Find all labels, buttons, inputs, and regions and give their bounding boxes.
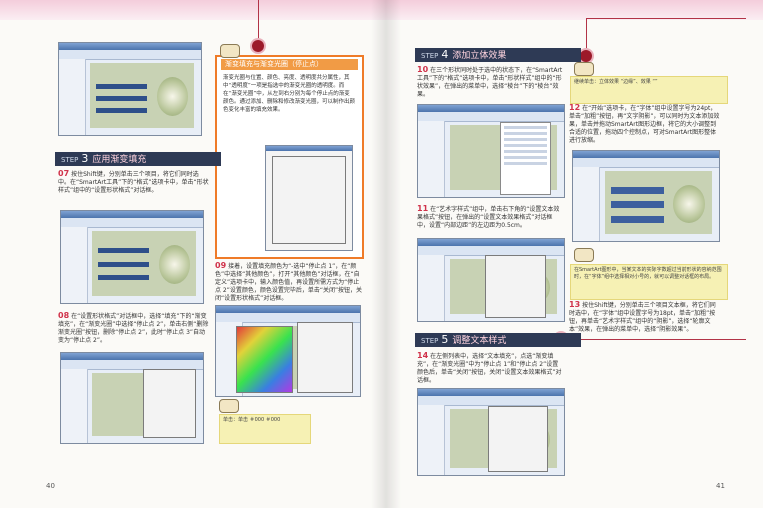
screenshot-text-fill-dialog	[417, 388, 565, 476]
page-number-left: 40	[46, 482, 55, 490]
tip-note-font-size: 在SmartArt图形中，当某文本的实际字数超过当前形状的容纳范围时，在“字体”…	[570, 264, 728, 300]
tip-note-effects: 继续单击：立体效果 “边缘”、效果 “”	[570, 76, 728, 104]
callout-title: 渐变填充与渐变光圈（停止点）	[221, 59, 358, 70]
screenshot-text-effects-dialog	[417, 238, 565, 322]
color-values-note: 单击：单击 ＃000 ＃000	[219, 414, 311, 444]
page-number-right: 41	[716, 482, 725, 490]
cartoon-character-icon	[220, 44, 240, 58]
instruction-09: 09 接着，设置填充颜色为“-选中“停止点 1”，在“颜色”中选择“其他颜色”，…	[215, 261, 363, 303]
pushpin-icon	[252, 40, 264, 52]
screenshot-smartart-slide	[58, 42, 202, 136]
instruction-10: 10 在三个形状同时处于选中的状态下，在“SmartArt工具”下的“格式”选项…	[417, 65, 563, 99]
instruction-07: 07 按住Shift键，分别单击三个项目，将它们同时选中。在“SmartArt工…	[58, 169, 209, 195]
instruction-08: 08 在“设置形状格式”对话框中，选择“填充”下的“渐变填充”，在“渐变光圈”中…	[58, 311, 209, 345]
connector-line	[258, 0, 259, 44]
instruction-11: 11 在“艺术字样式”组中，单击右下角的“设置文本效果格式”按钮，在弹出的“设置…	[417, 204, 560, 230]
top-decorative-band	[0, 0, 763, 20]
pushpin-icon	[580, 50, 592, 62]
screenshot-format-dialog	[265, 145, 353, 251]
screenshot-gradient-stops	[60, 352, 204, 444]
tip-callout-gradient: 渐变填充与渐变光圈（停止点） 渐变光圈与位置、颜色、亮度、透明度共分属性，其中“…	[215, 55, 364, 259]
callout-text: 渐变光圈与位置、颜色、亮度、透明度共分属性，其中“透明度”一项是指选中的渐变光圈…	[223, 75, 356, 113]
instruction-13: 13 按住Shift键，分别单击三个项目文本框，将它们同时选中，在“字体”组中设…	[569, 300, 716, 334]
cartoon-character-icon	[574, 248, 594, 262]
instruction-14: 14 在左侧列表中，选择“文本填充”，点选“渐变填充”，在“渐变光圈”中为“停止…	[417, 351, 562, 385]
instruction-12: 12 在“开始”选项卡，在“字体”组中设置字号为24pt，单击“加粗”按钮，再“…	[569, 103, 720, 145]
connector-line	[586, 18, 587, 54]
screenshot-styled-slide	[572, 150, 720, 242]
screenshot-shapes-selected	[60, 210, 204, 304]
connector-line	[562, 339, 746, 340]
screenshot-color-dialog	[215, 305, 361, 397]
cartoon-character-icon	[574, 62, 594, 76]
connector-line	[586, 18, 746, 19]
screenshot-shape-effects-menu	[417, 104, 565, 198]
cartoon-character-icon	[219, 399, 239, 413]
book-spine-shadow	[371, 0, 401, 508]
